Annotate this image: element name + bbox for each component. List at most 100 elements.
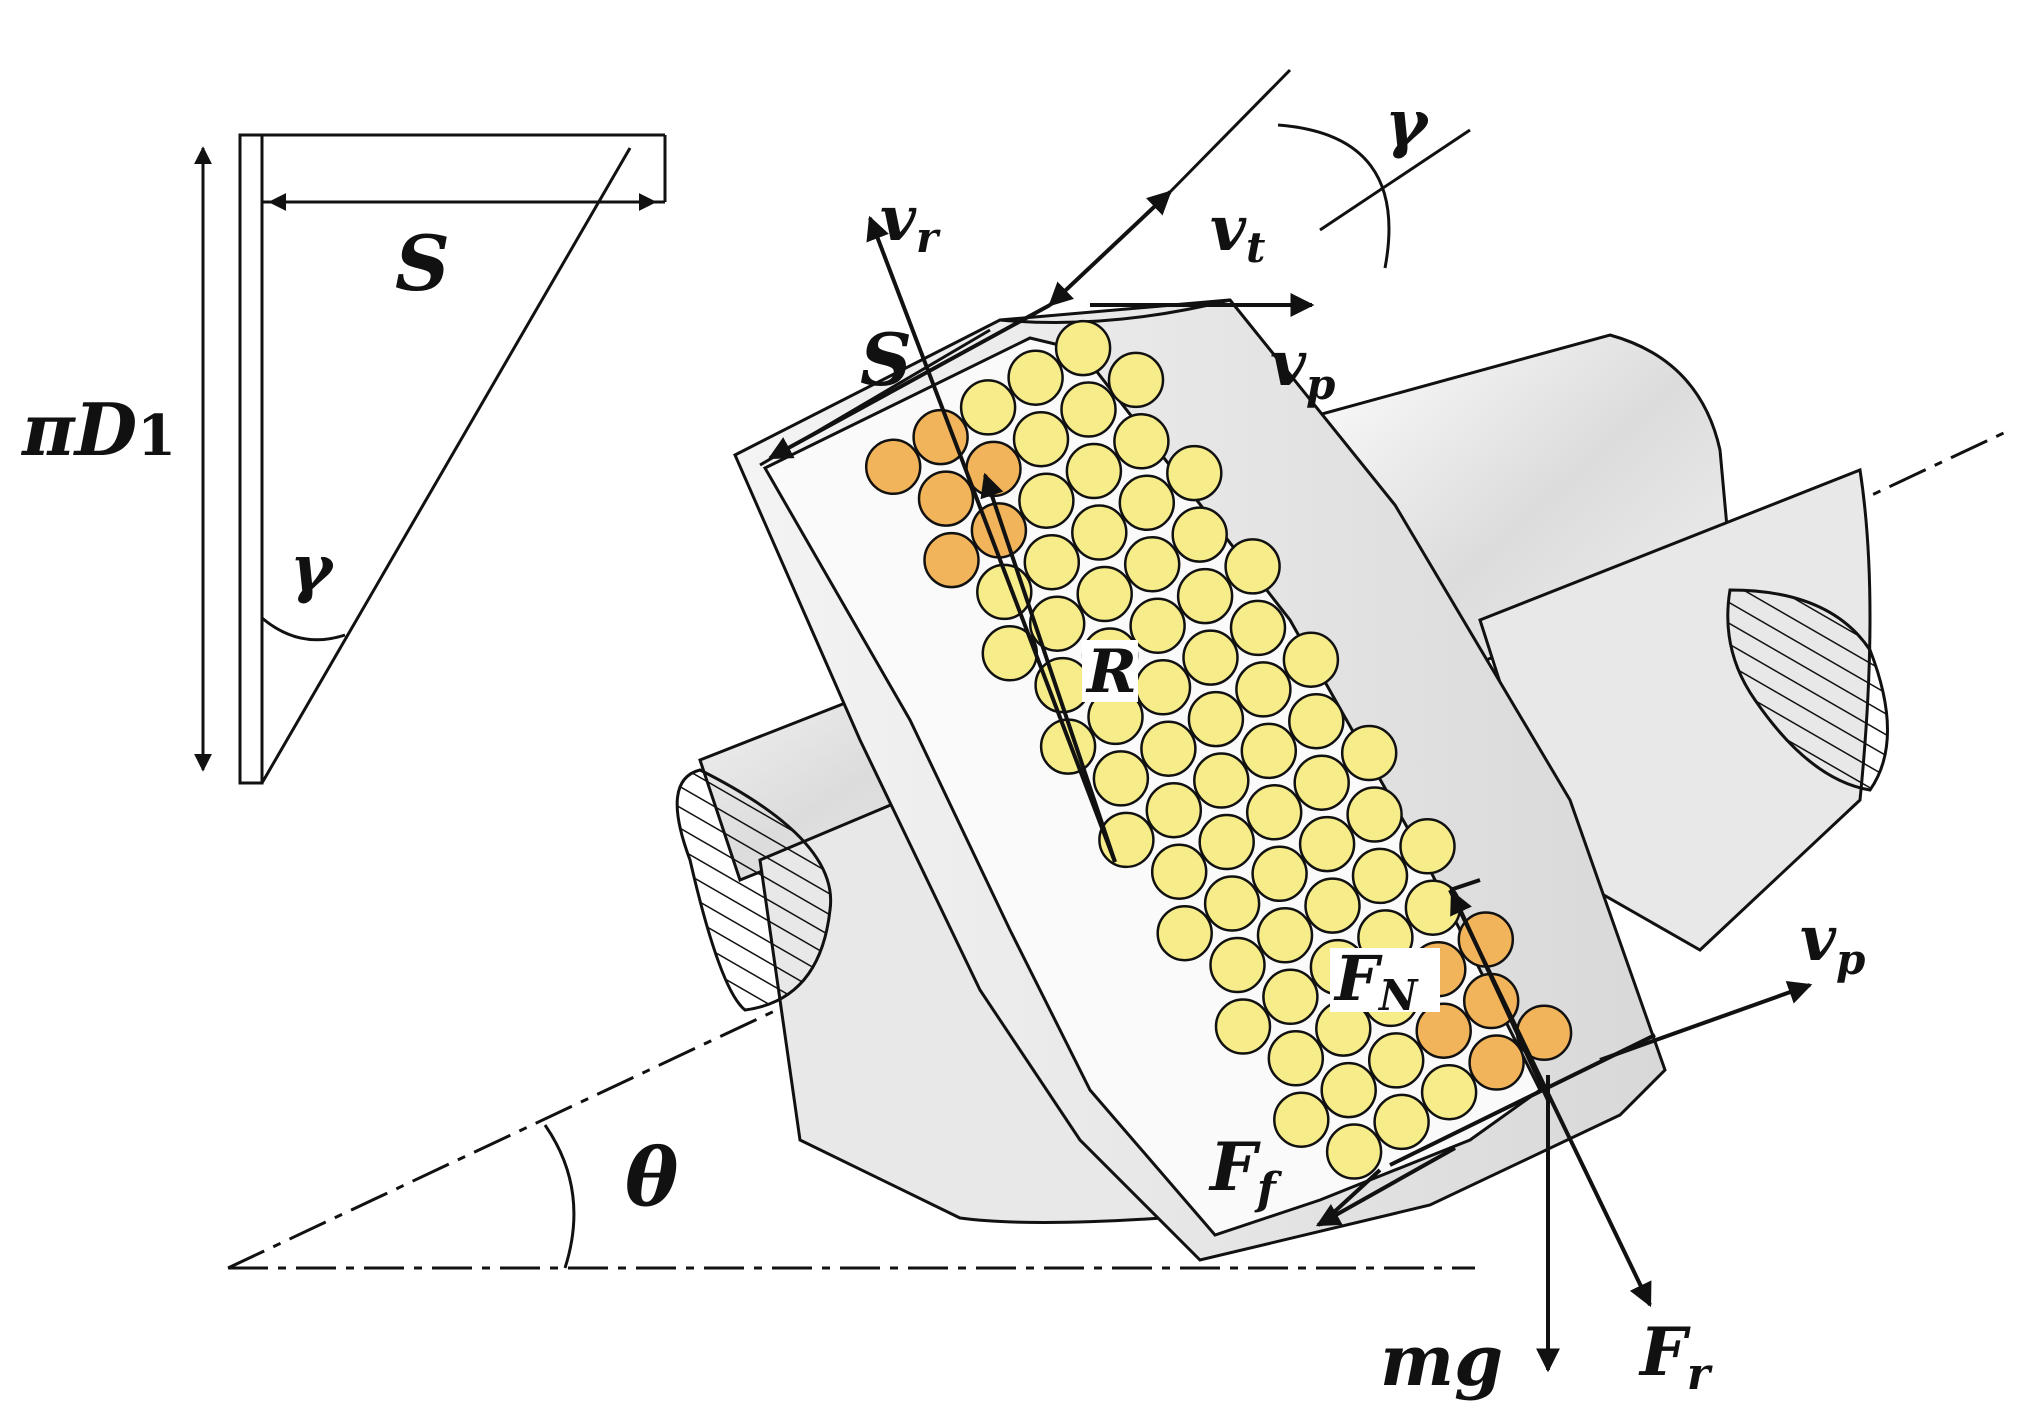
particle	[1320, 1061, 1377, 1119]
particle	[1267, 1030, 1325, 1087]
particle	[917, 470, 975, 527]
label-s-top: S	[395, 219, 450, 308]
particle	[1325, 1123, 1383, 1180]
particle	[1076, 565, 1133, 623]
particle	[1113, 413, 1170, 470]
particle	[1203, 875, 1261, 932]
particle	[1123, 536, 1181, 593]
particle	[1209, 936, 1266, 994]
particle	[1229, 599, 1287, 657]
particle	[1171, 506, 1228, 563]
f-f-arrow	[1315, 1146, 1456, 1227]
particle	[1012, 410, 1070, 468]
gamma-arc-top	[1277, 123, 1391, 269]
particle	[1176, 567, 1234, 625]
particle	[959, 379, 1017, 436]
circumference-bar	[238, 133, 264, 785]
particle	[1373, 1093, 1430, 1151]
particle	[1214, 998, 1272, 1055]
particle	[1420, 1063, 1478, 1121]
particle	[1198, 813, 1255, 871]
particle	[1273, 1091, 1330, 1148]
labels: πD1 S γ γ θ S R vr vt vp vp FN Ff Fr mg	[20, 86, 1865, 1402]
particle	[1240, 722, 1298, 780]
label-f-n: FN	[1333, 942, 1419, 1020]
particle	[1468, 1034, 1525, 1091]
particle	[1256, 907, 1314, 964]
particle	[1399, 818, 1456, 875]
v-p-extension	[1319, 128, 1471, 232]
particle	[1351, 847, 1409, 905]
particle	[1054, 319, 1112, 377]
particle	[1224, 538, 1281, 595]
force-velocity-vectors	[767, 68, 1813, 1373]
particle	[1060, 381, 1117, 438]
helix-triangle	[194, 133, 667, 785]
particle	[1107, 351, 1165, 409]
label-v-p-top: vp	[1270, 327, 1335, 409]
v-t-arrow	[1048, 190, 1172, 307]
particle	[1140, 720, 1197, 777]
particle	[1118, 474, 1176, 532]
f-n-arrow-head	[1450, 889, 1550, 1101]
particle	[1145, 781, 1203, 839]
particle	[1187, 690, 1245, 748]
particle	[1288, 692, 1345, 750]
particle	[1282, 631, 1340, 688]
particle	[1245, 784, 1303, 841]
particle	[1415, 1002, 1472, 1059]
particle	[1156, 904, 1213, 962]
particle	[864, 438, 922, 496]
particle	[1134, 659, 1192, 716]
label-theta: θ	[625, 1130, 679, 1224]
particle	[1293, 754, 1350, 811]
label-gamma-top: γ	[1385, 86, 1430, 161]
particle	[1018, 472, 1075, 529]
particle	[1092, 750, 1150, 807]
particle	[1340, 724, 1398, 782]
particle	[1182, 629, 1239, 686]
particle	[1262, 968, 1319, 1026]
f-n-arrow	[1449, 878, 1481, 892]
gamma-arc-triangle	[261, 616, 346, 642]
label-pi-d: πD1	[20, 387, 176, 472]
label-v-t: vt	[1210, 192, 1265, 272]
v-r-arrow	[866, 215, 1117, 863]
granular-particles	[864, 319, 1573, 1180]
label-s-helix: S	[860, 317, 912, 402]
particle	[1150, 843, 1208, 900]
helix-hypotenuse	[260, 147, 632, 784]
label-f-n-box	[1330, 948, 1440, 1012]
particle	[1193, 752, 1250, 809]
particle	[1007, 349, 1064, 406]
particle	[1028, 595, 1086, 652]
hatched-section-right	[1726, 588, 1889, 792]
label-gamma-triangle: γ	[290, 531, 335, 606]
label-f-r: Fr	[1638, 1313, 1713, 1400]
particle	[1251, 845, 1308, 903]
particle	[1166, 444, 1223, 502]
label-mg: mg	[1380, 1319, 1503, 1402]
label-r: R	[1085, 637, 1137, 707]
s-helix-arrow	[767, 303, 1051, 460]
particle	[1235, 661, 1292, 718]
particle	[1065, 442, 1123, 500]
hatched-section-left	[675, 768, 833, 1012]
particle	[1129, 597, 1186, 655]
r-radius-arrow	[980, 472, 1117, 863]
theta-arc	[543, 1124, 576, 1269]
particle	[1298, 815, 1356, 873]
v-t-extension	[1168, 68, 1292, 194]
particle	[1367, 1032, 1425, 1089]
label-v-r: vr	[880, 182, 941, 262]
particle	[1023, 533, 1081, 591]
particle	[1071, 504, 1128, 561]
v-p-right-arrow	[1599, 980, 1813, 1062]
particle	[1304, 877, 1361, 934]
label-v-p-right: vp	[1800, 902, 1865, 984]
label-r-box	[1082, 640, 1138, 702]
particle	[923, 531, 980, 589]
particle	[912, 408, 969, 466]
particle	[1346, 786, 1403, 843]
